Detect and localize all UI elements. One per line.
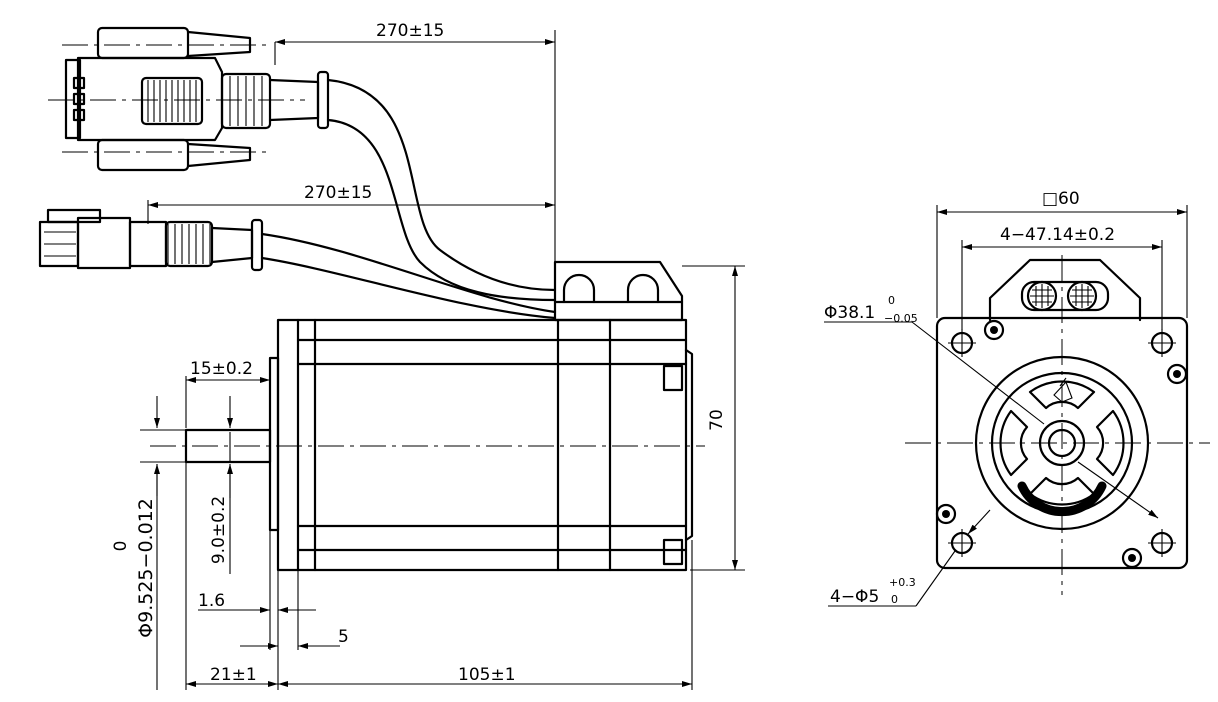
pilot-tol-upper-label: 0 <box>888 294 895 307</box>
db-connector <box>48 26 330 172</box>
power-connector <box>38 208 264 272</box>
hole-dia-label: 4−Φ5 <box>830 587 879 607</box>
cable-gland-right <box>1066 280 1098 312</box>
motor-body <box>150 260 705 572</box>
height-label: 70 <box>707 409 727 431</box>
step-label: 5 <box>338 627 349 647</box>
flange-thickness-label: 1.6 <box>198 591 225 611</box>
shaft-dia-label: Φ9.525−0.012 <box>135 498 157 638</box>
shaft-dia-upper-label: 0 <box>111 541 131 552</box>
cables <box>260 78 557 320</box>
key-depth-label: 9.0±0.2 <box>209 496 229 564</box>
cable-length-encoder-label: 270±15 <box>376 21 444 41</box>
key-length-label: 15±0.2 <box>190 359 253 379</box>
side-dimensions <box>140 30 745 690</box>
front-view <box>905 255 1210 607</box>
pilot-dia-label: Φ38.1 <box>824 303 875 323</box>
front-dimensions <box>824 205 1188 607</box>
cable-gland-left <box>1026 280 1058 312</box>
flange-square-label: □60 <box>1042 189 1080 209</box>
hole-spacing-label: 4−47.14±0.2 <box>1000 225 1115 245</box>
pilot-tol-lower-label: −0.05 <box>884 312 918 325</box>
body-length-label: 105±1 <box>458 665 516 685</box>
hole-tol-lower-label: 0 <box>891 593 898 606</box>
shaft-length-label: 21±1 <box>210 665 257 685</box>
hole-tol-upper-label: +0.3 <box>889 576 916 589</box>
cable-length-power-label: 270±15 <box>304 183 372 203</box>
